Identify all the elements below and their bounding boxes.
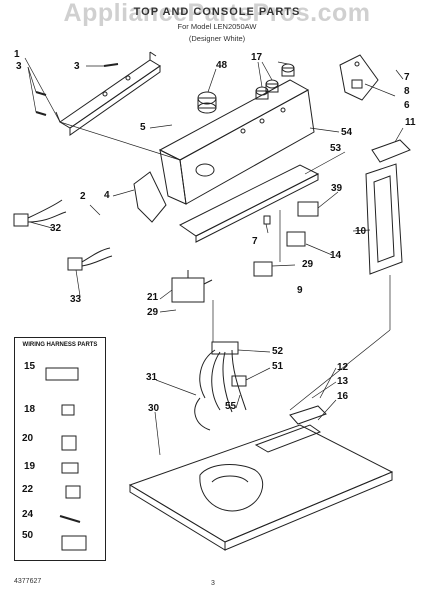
switch-parts	[253, 201, 319, 277]
control-knobs	[197, 63, 295, 114]
callout-30: 30	[148, 403, 160, 414]
design-subtitle: (Designer White)	[188, 34, 246, 43]
callout-48: 48	[216, 60, 228, 71]
console-bracket-part	[55, 51, 161, 136]
graphics-panel-part	[365, 139, 411, 275]
callout-2: 2	[80, 191, 86, 202]
callout-54: 54	[341, 127, 353, 138]
callout-8: 8	[404, 86, 410, 97]
callout-15: 15	[24, 361, 36, 372]
watermark-text: AppliancePartsPros.com	[63, 0, 371, 27]
callout-55: 55	[225, 401, 237, 412]
callout-3-top: 3	[74, 61, 80, 72]
callout-19: 19	[24, 461, 36, 472]
wiring-harness-parts-box: WIRING HARNESS PARTS	[14, 337, 106, 561]
harness-box-title: WIRING HARNESS PARTS	[22, 342, 98, 348]
model-subtitle: For Model LEN2050AW	[177, 22, 257, 31]
main-wiring-harness	[194, 341, 247, 431]
callout-21: 21	[147, 292, 159, 303]
callout-13: 13	[337, 376, 349, 387]
callout-12: 12	[337, 362, 349, 373]
end-cap-part	[339, 54, 379, 101]
callout-4: 4	[104, 190, 110, 201]
callout-9: 9	[297, 285, 303, 296]
diagram-title: TOP AND CONSOLE PARTS	[133, 6, 301, 18]
control-strip-part	[179, 164, 320, 243]
callout-17: 17	[251, 52, 263, 63]
leader-lines	[24, 57, 404, 456]
harness-box-parts	[45, 367, 87, 551]
callout-14: 14	[330, 250, 342, 261]
callout-31: 31	[146, 372, 158, 383]
callout-29-right: 29	[302, 259, 314, 270]
timer-part	[171, 270, 213, 303]
callout-53: 53	[330, 143, 342, 154]
callout-6: 6	[404, 100, 410, 111]
callout-20: 20	[22, 433, 34, 444]
callout-18: 18	[24, 404, 36, 415]
callout-29-left: 29	[147, 307, 159, 318]
callout-32: 32	[50, 223, 62, 234]
callout-10: 10	[355, 226, 367, 237]
callout-39: 39	[331, 183, 343, 194]
callout-1: 1	[14, 49, 20, 60]
callout-52: 52	[272, 346, 284, 357]
callout-7: 7	[252, 236, 258, 247]
callout-24: 24	[22, 509, 34, 520]
end-cap-left-part	[133, 171, 167, 223]
callout-11: 11	[405, 117, 416, 128]
wiring-harness-small	[13, 199, 113, 271]
console-panel-part	[158, 79, 315, 205]
callout-16: 16	[337, 391, 349, 402]
callout-5: 5	[140, 122, 146, 133]
callout-7-right: 7	[404, 72, 410, 83]
callout-50: 50	[22, 530, 34, 541]
top-panel-part	[128, 405, 394, 551]
callout-51: 51	[272, 361, 284, 372]
page-number: 3	[211, 580, 215, 587]
callout-33: 33	[70, 294, 82, 305]
callout-3-left: 3	[16, 61, 22, 72]
callout-22: 22	[22, 484, 34, 495]
part-number: 4377627	[14, 578, 42, 585]
screw-parts	[35, 63, 119, 116]
